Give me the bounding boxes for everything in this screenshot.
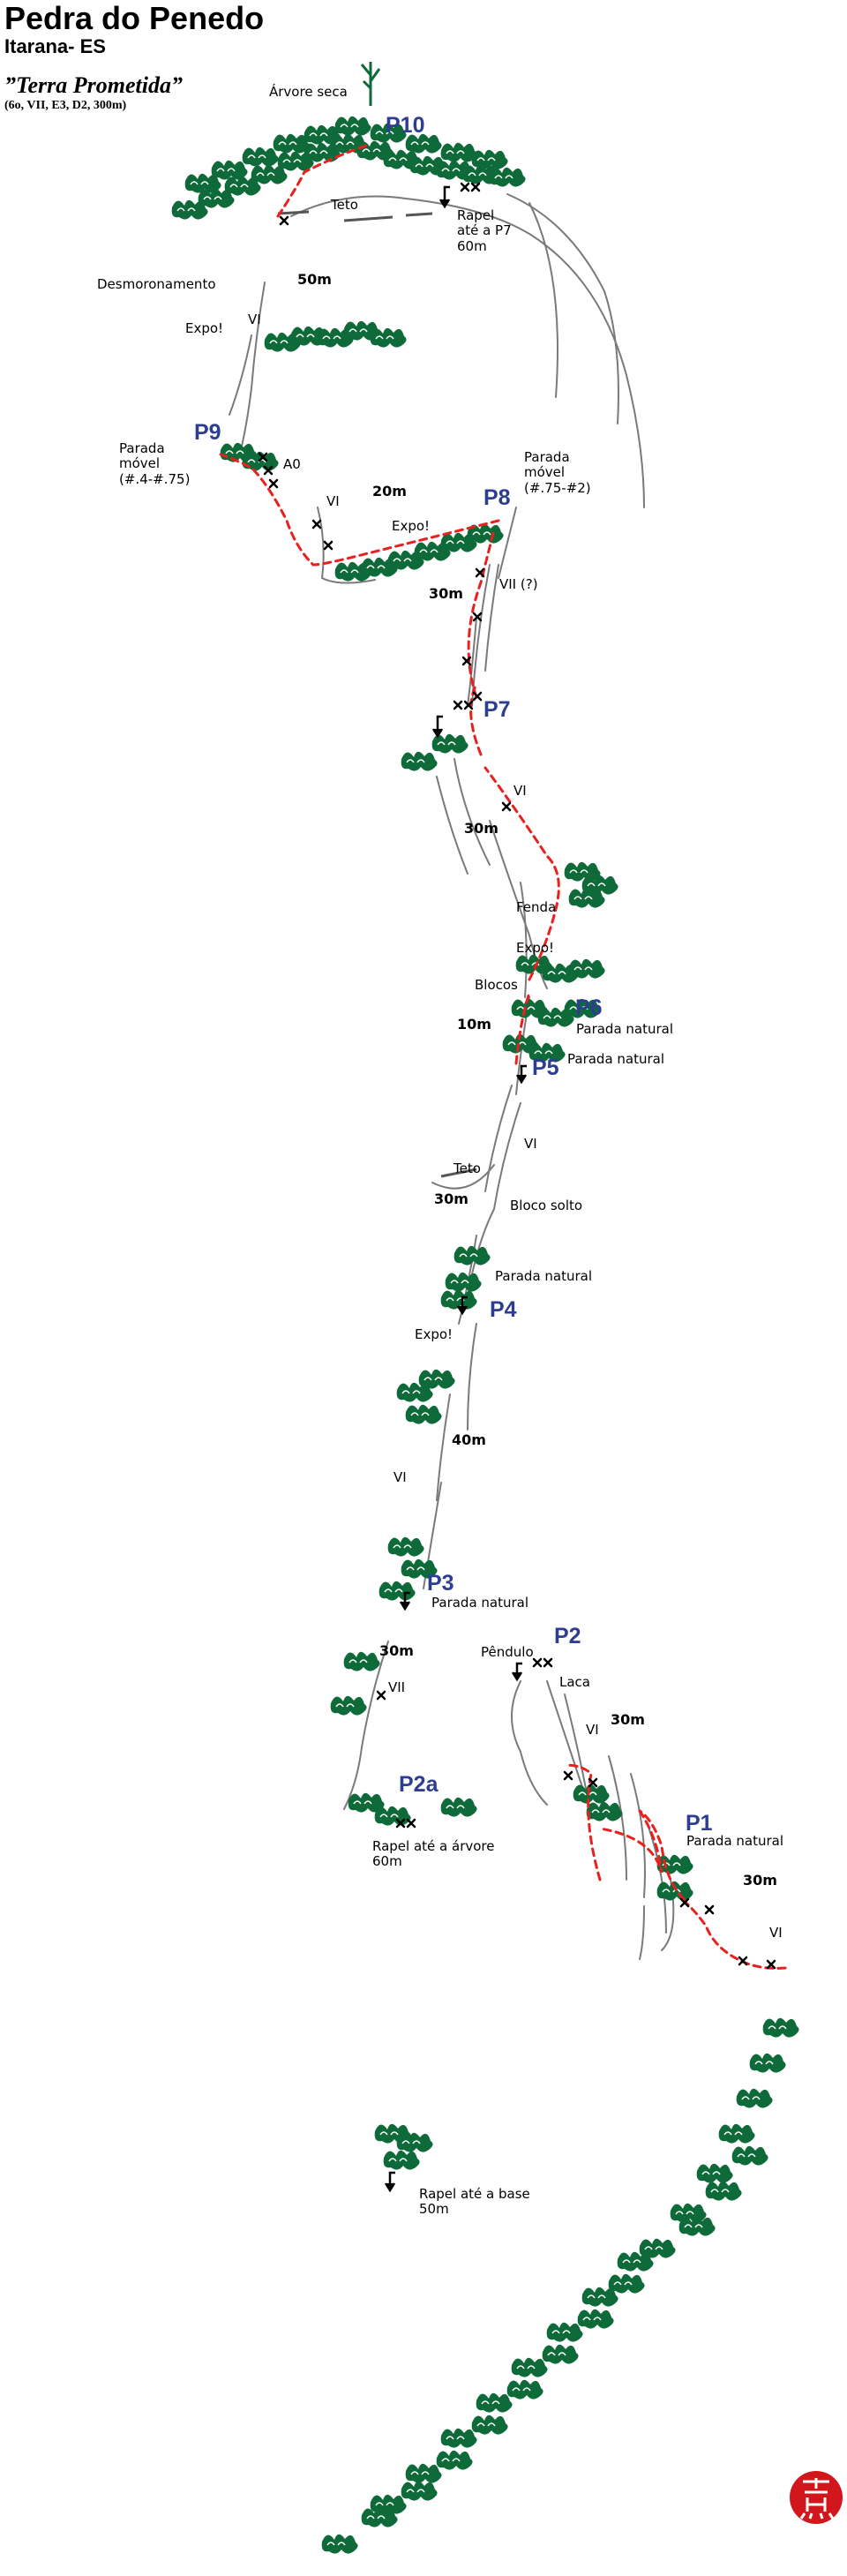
bolt-x-mark (472, 612, 483, 622)
bolt-x-mark (588, 1777, 598, 1788)
pitch-length-p7: 30m (464, 820, 498, 837)
label-parada-natural-p4: Parada natural (495, 1268, 593, 1284)
label-fenda: Fenda (516, 899, 557, 915)
label-vi-7: VI (769, 1925, 783, 1941)
label-vi-6: VI (586, 1722, 599, 1738)
bolt-x-mark (766, 1959, 776, 1970)
pitch-label-p5: P5 (532, 1055, 559, 1080)
label-parada-natural-p5: Parada natural (567, 1051, 665, 1067)
pitch-label-p9: P9 (194, 420, 221, 445)
rappel-arrow-icon (384, 2171, 396, 2193)
label-parada-natural-p3: Parada natural (431, 1595, 529, 1611)
label-parada-natural-p6: Parada natural (576, 1021, 674, 1037)
label-laca: Laca (559, 1674, 590, 1690)
pitch-label-p4: P4 (490, 1297, 517, 1322)
bolt-x-mark (563, 1770, 573, 1781)
vegetation (170, 62, 800, 2555)
label-vii-2: VII (388, 1679, 406, 1695)
pitch-label-p2a: P2a (399, 1772, 438, 1797)
pitch-label-p3: P3 (427, 1571, 454, 1596)
bolt-x-mark (406, 1818, 416, 1829)
label-bloco-solto: Bloco solto (510, 1198, 583, 1213)
pitch-label-p8: P8 (483, 485, 511, 510)
bolt-x-mark (461, 656, 472, 666)
label-vi-1: VI (248, 312, 261, 327)
bolt-x-mark (470, 182, 481, 192)
label-expo-2: Expo! (392, 518, 431, 534)
bolt-x-mark (472, 691, 483, 702)
rappel-arrow-icon (456, 1296, 468, 1316)
route-grade: (6o, VII, E3, D2, 300m) (4, 99, 127, 112)
pitch-length-p5: 30m (434, 1190, 468, 1207)
bolt-x-mark (279, 215, 289, 226)
label-vi-4: VI (524, 1136, 537, 1152)
bolt-x-mark (268, 478, 279, 489)
roof-lines (277, 210, 477, 1178)
bolt-x-mark (475, 567, 485, 578)
pitch-label-p2: P2 (554, 1624, 581, 1648)
label-rapel-p7: Rapel até a P7 60m (457, 207, 512, 254)
bolt-x-mark (263, 465, 274, 476)
bolt-x-mark (543, 1657, 553, 1668)
pitch-length-p6: 10m (457, 1016, 491, 1033)
label-vi-2: VI (326, 493, 340, 509)
bolt-x-mark (679, 1897, 690, 1908)
pitch-label-p6: P6 (575, 995, 603, 1020)
bolt-x-mark (738, 1956, 748, 1966)
rappel-arrow-icon (438, 185, 451, 209)
bolt-x-mark (463, 700, 474, 710)
bolt-x-mark (258, 452, 268, 462)
bolt-x-mark (704, 1904, 715, 1915)
label-arvore-seca: Árvore seca (269, 84, 348, 100)
bolt-x-mark (376, 1690, 386, 1701)
page-title: Pedra do Penedo (4, 0, 265, 36)
label-parada-movel-p9: Parada móvel (#.4-#.75) (119, 440, 191, 487)
label-vi-3: VI (513, 783, 527, 799)
bolt-x-mark (501, 801, 512, 812)
label-teto-mid: Teto (453, 1160, 481, 1176)
label-expo-4: Expo! (415, 1326, 453, 1342)
pitch-length-p10: 50m (297, 271, 332, 288)
pitch-length-p1: 30m (743, 1872, 777, 1889)
label-pendulo: Pêndulo (481, 1644, 534, 1660)
bolt-x-mark (311, 519, 322, 529)
bolt-x-mark (395, 1818, 406, 1829)
bolt-x-mark (460, 182, 470, 192)
label-blocos: Blocos (475, 977, 518, 993)
pitch-length-p8: 30m (429, 585, 463, 602)
author-seal-icon (790, 2471, 843, 2524)
pitch-length-p4: 40m (452, 1431, 486, 1448)
route-name: ”Terra Prometida” (4, 72, 183, 98)
label-a0: A0 (283, 456, 301, 472)
pitch-label-p10: P10 (386, 113, 425, 138)
pitch-label-p1: P1 (686, 1811, 713, 1836)
route-line (219, 144, 787, 1970)
pitch-length-p9: 20m (372, 483, 407, 499)
label-expo-3: Expo! (516, 940, 555, 956)
label-teto-top: Teto (331, 197, 358, 213)
rappel-arrows (384, 185, 528, 2193)
rappel-arrow-icon (399, 1591, 411, 1611)
label-expo-1: Expo! (185, 320, 224, 336)
label-parada-natural-p1: Parada natural (686, 1833, 784, 1849)
bolt-x-mark (323, 540, 334, 551)
rappel-arrow-icon (511, 1662, 523, 1682)
bolt-x-mark (453, 700, 463, 710)
bolt-x-mark (532, 1657, 543, 1668)
label-vii-q: VII (?) (499, 576, 538, 592)
pitch-length-p2: 30m (611, 1711, 645, 1728)
rappel-arrow-icon (515, 1064, 528, 1085)
location-subtitle: Itarana- ES (4, 35, 106, 57)
label-vi-5: VI (394, 1469, 407, 1485)
label-desmoronamento: Desmoronamento (97, 276, 216, 292)
pitch-length-p3: 30m (379, 1642, 414, 1659)
label-rapel-arvore: Rapel até a árvore 60m (372, 1838, 495, 1870)
label-parada-movel-p8: Parada móvel (#.75-#2) (524, 449, 591, 496)
pitch-label-p7: P7 (483, 697, 511, 722)
bolt-marks (258, 182, 776, 1970)
label-rapel-base: Rapel até a base 50m (419, 2186, 530, 2218)
rappel-arrow-icon (431, 715, 444, 739)
rock-wall-outlines (229, 193, 675, 1960)
